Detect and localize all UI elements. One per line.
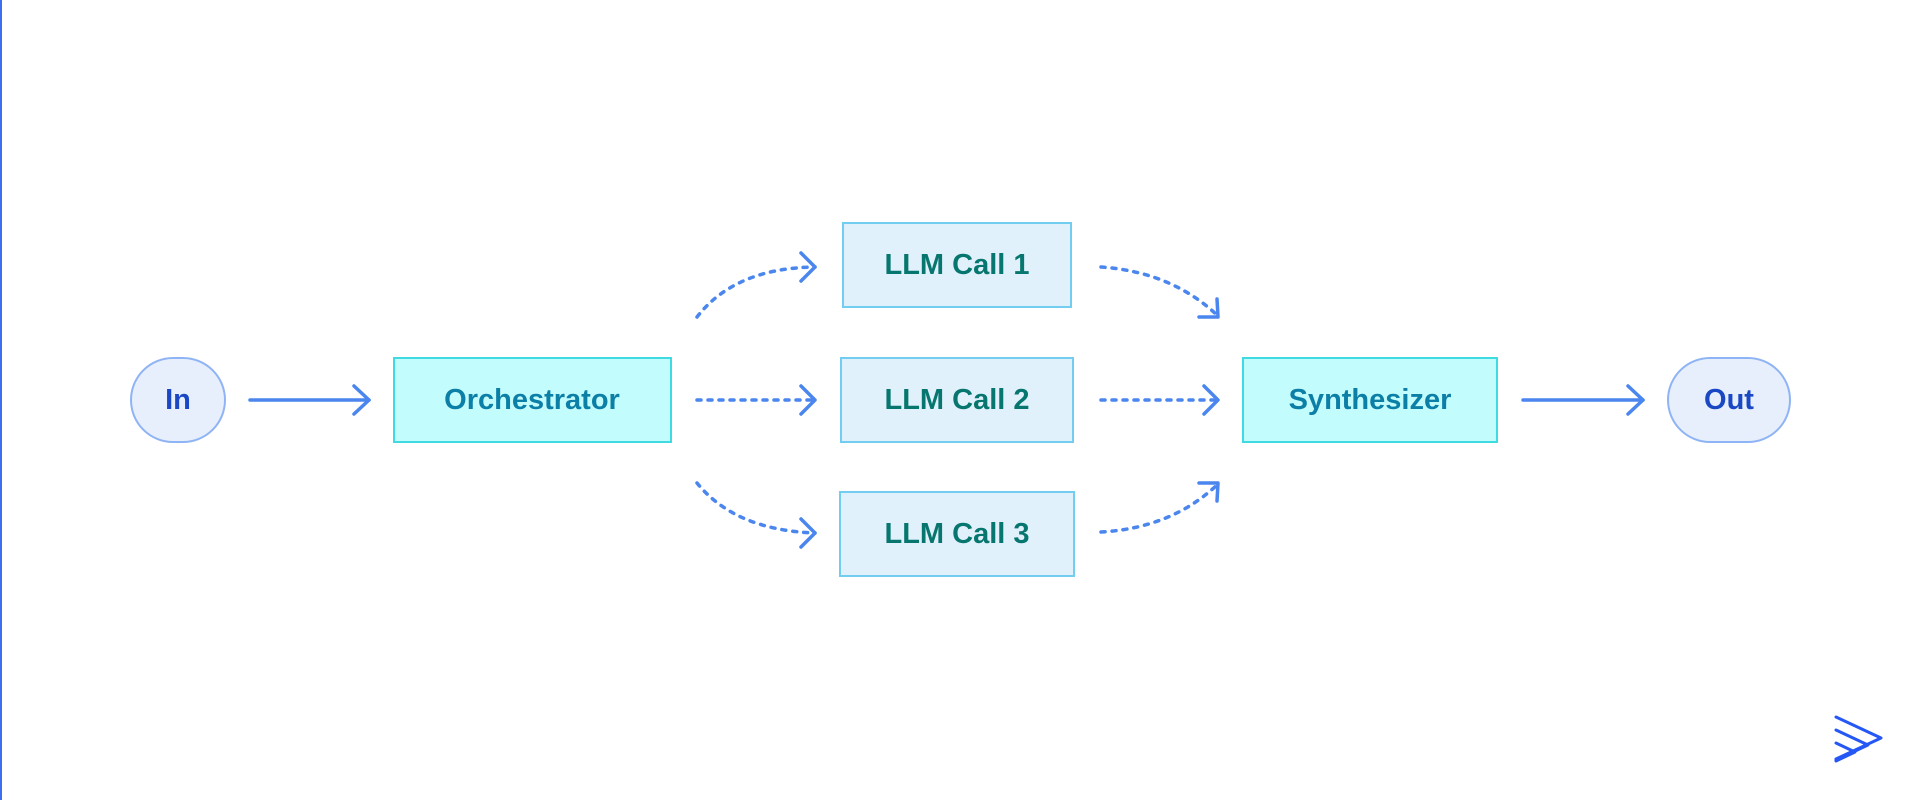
node-llm-call-2-label: LLM Call 2	[884, 384, 1029, 416]
node-llm-call-1-label: LLM Call 1	[884, 249, 1029, 281]
node-synthesizer-label: Synthesizer	[1289, 384, 1452, 416]
node-orchestrator-label: Orchestrator	[444, 384, 620, 416]
edge-llm-call-3-to-synthesizer	[1099, 481, 1220, 534]
edge-orchestrator-to-llm-call-3	[695, 481, 817, 549]
edge-orchestrator-to-llm-call-2	[695, 384, 817, 416]
node-llm-call-3: LLM Call 3	[839, 491, 1075, 577]
edge-synthesizer-to-out	[1521, 384, 1645, 416]
edges	[248, 251, 1645, 549]
node-llm-call-3-label: LLM Call 3	[884, 518, 1029, 550]
left-accent-rule	[0, 0, 2, 800]
node-out-label: Out	[1704, 384, 1754, 416]
edge-llm-call-2-to-synthesizer	[1099, 384, 1220, 416]
node-llm-call-1: LLM Call 1	[842, 222, 1072, 308]
edge-in-to-orchestrator	[248, 384, 371, 416]
edge-orchestrator-to-llm-call-1	[695, 251, 817, 319]
node-out: Out	[1667, 357, 1791, 443]
nodes: In Orchestrator LLM Call 1 LLM Call 2 LL…	[130, 222, 1791, 577]
node-llm-call-2: LLM Call 2	[840, 357, 1074, 443]
node-synthesizer: Synthesizer	[1242, 357, 1498, 443]
node-in: In	[130, 357, 226, 443]
stacked-chevrons-logo-icon	[1834, 715, 1883, 763]
edge-llm-call-1-to-synthesizer	[1099, 265, 1220, 319]
node-in-label: In	[165, 384, 191, 416]
node-orchestrator: Orchestrator	[393, 357, 672, 443]
